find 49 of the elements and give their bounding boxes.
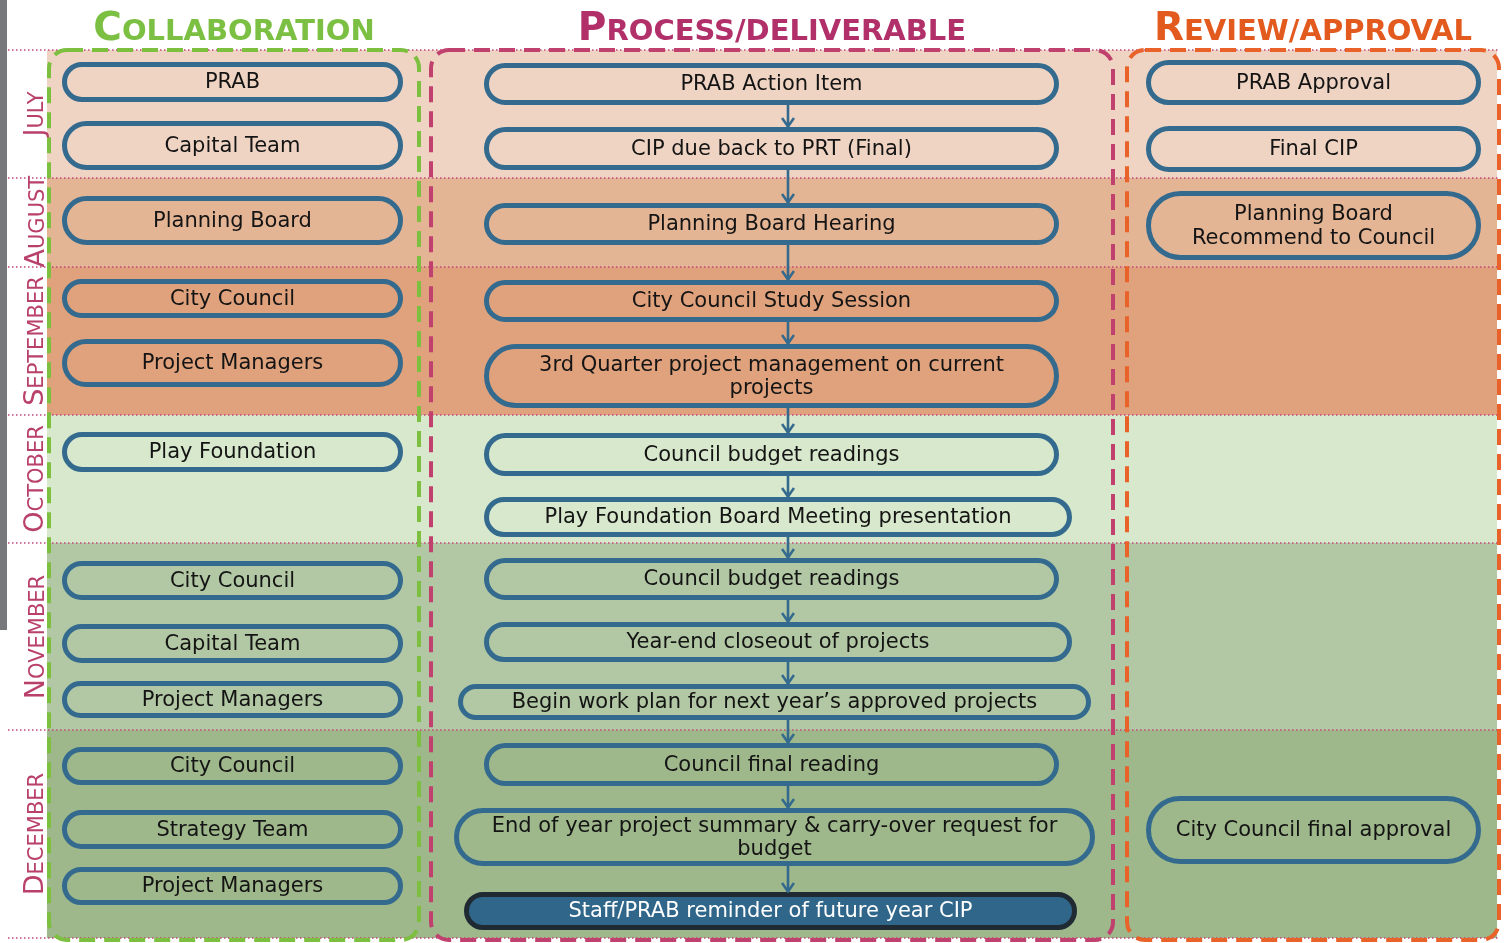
- process-step: 3rd Quarter project management on current projects: [484, 344, 1059, 408]
- arrow: [780, 600, 796, 623]
- month-label: NOVEMBER: [19, 573, 49, 701]
- process-step: Play Foundation Board Meeting presentation: [484, 497, 1072, 537]
- participant-pill: Strategy Team: [62, 810, 403, 849]
- process-step: Year-end closeout of projects: [484, 622, 1072, 662]
- process-step: Begin work plan for next year’s approved projects: [458, 684, 1091, 720]
- approval-step: Final CIP: [1146, 126, 1481, 172]
- participant-pill: Planning Board: [62, 196, 403, 245]
- arrow: [780, 720, 796, 744]
- process-step: End of year project summary & carry-over request for budget: [454, 808, 1095, 866]
- process-step: Council final reading: [484, 743, 1059, 786]
- participant-pill: City Council: [62, 279, 403, 318]
- participant-pill: Capital Team: [62, 624, 403, 663]
- arrow: [780, 866, 796, 893]
- participant-pill: Play Foundation: [62, 432, 403, 472]
- arrow: [780, 322, 796, 345]
- process-step: City Council Study Session: [484, 280, 1059, 322]
- column-heading: PROCESS/DELIVERABLE: [576, 4, 968, 49]
- process-step: CIP due back to PRT (Final): [484, 127, 1059, 170]
- arrow: [780, 786, 796, 809]
- column-heading: REVIEW/APPROVAL: [1153, 4, 1473, 49]
- arrow: [780, 662, 796, 685]
- process-step: Planning Board Hearing: [484, 203, 1059, 245]
- process-step: Council budget readings: [484, 433, 1059, 476]
- participant-pill: City Council: [62, 747, 403, 785]
- participant-pill: City Council: [62, 561, 403, 600]
- month-label: SEPTEMBER: [19, 275, 49, 408]
- process-step: PRAB Action Item: [484, 63, 1059, 105]
- participant-pill: Project Managers: [62, 339, 403, 387]
- approval-step: PRAB Approval: [1146, 60, 1481, 105]
- approval-step: City Council final approval: [1146, 796, 1481, 864]
- arrow: [780, 105, 796, 128]
- participant-pill: Capital Team: [62, 121, 403, 170]
- arrow: [780, 408, 796, 434]
- arrow: [780, 476, 796, 498]
- approval-step: Planning Board Recommend to Council: [1146, 191, 1481, 260]
- participant-pill: Project Managers: [62, 681, 403, 718]
- arrow: [780, 537, 796, 559]
- month-label: JULY: [19, 90, 49, 140]
- process-step: Staff/PRAB reminder of future year CIP: [464, 892, 1077, 930]
- arrow: [780, 170, 796, 204]
- arrow: [780, 245, 796, 281]
- month-label: DECEMBER: [19, 771, 49, 898]
- process-step: Council budget readings: [484, 558, 1059, 600]
- participant-pill: PRAB: [62, 62, 403, 102]
- month-label: OCTOBER: [19, 424, 49, 535]
- column-heading: COLLABORATION: [92, 4, 376, 49]
- participant-pill: Project Managers: [62, 867, 403, 905]
